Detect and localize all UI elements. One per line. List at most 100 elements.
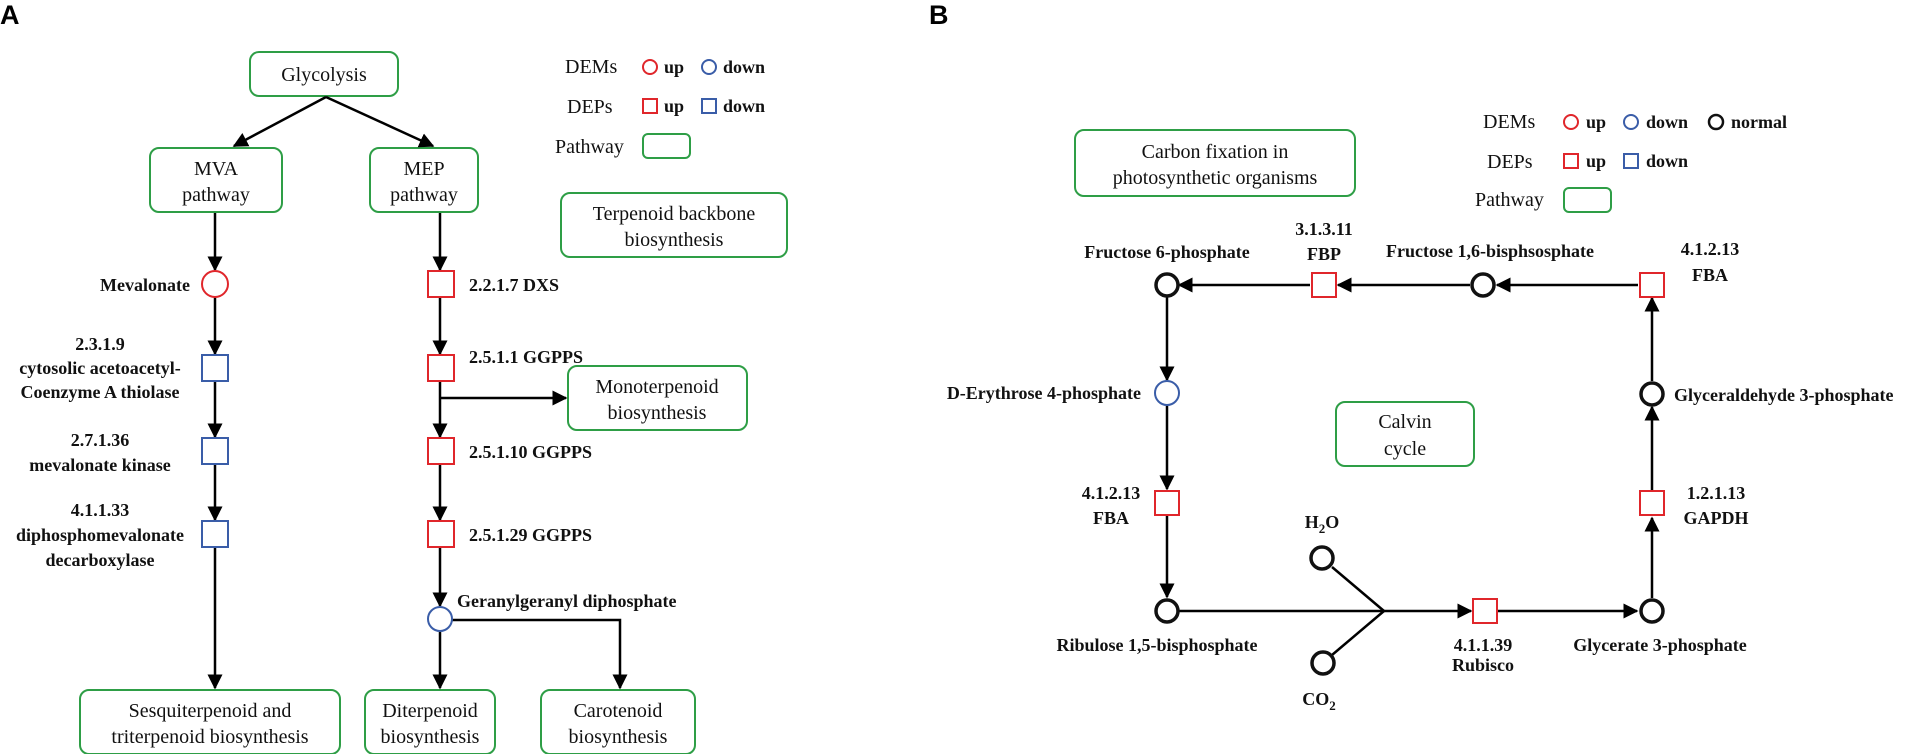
pathway-sesquiterpenoid-line1: Sesquiterpenoid and [129,700,292,722]
node-thiolase [201,354,229,382]
edge-glycolysis-mep [325,95,435,148]
legend-down-circle [701,59,717,75]
pathway-glycolysis: Glycolysis [249,51,399,97]
node-ggpps10 [427,437,455,465]
pathway-terpenoid-line2: biosynthesis [625,229,724,251]
node-decarboxylase-line3: decarboxylase [46,550,155,570]
node-mevalonate-kinase-line2: mevalonate kinase [29,455,171,475]
legend-b-up-square [1563,153,1579,169]
panel-b-label: B [929,0,949,30]
panel-a: A DEMs up down DEPs up down Pathway Glyc… [0,0,788,754]
node-fba-top-line2: FBA [1692,265,1728,285]
legend-b-deps-label: DEPs [1487,151,1533,173]
node-g3p [1639,381,1665,407]
legend-b-down-square [1623,153,1639,169]
pathway-terpenoid-backbone: Terpenoid backbone biosynthesis [560,192,788,258]
node-dxs [427,270,455,298]
pathway-carotenoid-line1: Carotenoid [574,700,663,722]
node-mevalonate-kinase-line1: 2.7.1.36 [71,430,130,450]
pathway-diterpenoid: Diterpenoid biosynthesis [364,689,496,754]
node-f16bp-label: Fructose 1,6-bisphsosphate [1386,241,1594,261]
legend-dems-down: down [723,57,765,77]
legend-b-dems-up: up [1586,112,1606,132]
legend-deps-down: down [723,96,765,116]
node-gly3p [1639,598,1665,624]
pathway-mva-line1: MVA [194,158,239,180]
node-rubisco [1472,598,1498,624]
node-ggpps29-label: 2.5.1.29 GGPPS [469,525,592,545]
node-h2o [1309,545,1335,571]
legend-b-up-circle [1563,114,1579,130]
legend-b-pathway-box [1563,187,1612,213]
node-mevalonate-label: Mevalonate [100,275,190,295]
pathway-calvin-line1: Calvin [1378,411,1431,433]
pathway-carbon-fixation: Carbon fixation in photosynthetic organi… [1074,129,1356,197]
pathway-mva: MVA pathway [149,147,283,213]
node-e4p-label: D-Erythrose 4-phosphate [947,383,1141,403]
legend-pathway-box [642,133,691,159]
pathway-mep-line1: MEP [403,158,444,180]
pathway-carbon-fixation-line2: photosynthetic organisms [1113,167,1318,189]
pathway-monoterpenoid-line1: Monoterpenoid [595,376,718,398]
legend-dems-label: DEMs [565,56,617,78]
node-thiolase-line2: cytosolic acetoacetyl- [19,358,180,378]
pathway-monoterpenoid: Monoterpenoid biosynthesis [567,365,748,431]
node-fbp-line1: 3.1.3.11 [1295,219,1353,239]
node-g3p-label: Glyceraldehyde 3-phosphate [1674,385,1894,405]
node-ggdp-label: Geranylgeranyl diphosphate [457,591,677,611]
legend-deps-label: DEPs [567,96,613,118]
legend-b-dems-label: DEMs [1483,111,1535,133]
nodes-a: Mevalonate 2.3.1.9 cytosolic acetoacetyl… [16,270,677,632]
pathway-glycolysis-label: Glycolysis [281,64,367,86]
legend-pathway-label: Pathway [555,136,624,158]
legend-b-deps-down: down [1646,151,1688,171]
legend-down-square [701,98,717,114]
legend-b-normal-circle [1707,113,1725,131]
node-f16bp [1470,272,1496,298]
legend-deps-up: up [664,96,684,116]
node-decarboxylase-line2: diphosphomevalonate [16,525,184,545]
node-ggpps1-label: 2.5.1.1 GGPPS [469,347,583,367]
pathway-carotenoid: Carotenoid biosynthesis [540,689,696,754]
legend-b-deps-up: up [1586,151,1606,171]
node-decarboxylase-line1: 4.1.1.33 [71,500,130,520]
edge-h2o-junction [1331,566,1385,612]
node-mevalonate-kinase [201,437,229,465]
edge-ggdp-carotenoid [451,618,628,690]
legend-b-down-circle [1623,114,1639,130]
node-decarboxylase [201,520,229,548]
node-fbp [1311,272,1337,298]
node-h2o-label: H2O [1305,512,1340,536]
node-gly3p-label: Glycerate 3-phosphate [1573,635,1746,655]
pathway-diterpenoid-line1: Diterpenoid [382,700,478,722]
pathway-sesquiterpenoid: Sesquiterpenoid and triterpenoid biosynt… [79,689,341,754]
node-fba-left [1154,490,1180,516]
pathway-terpenoid-line1: Terpenoid backbone [593,203,756,225]
legend-up-square [642,98,658,114]
legend-up-circle [642,59,658,75]
node-ggpps29 [427,520,455,548]
node-ggpps10-label: 2.5.1.10 GGPPS [469,442,592,462]
node-fba-top-line1: 4.1.2.13 [1681,239,1740,259]
pathway-carotenoid-line2: biosynthesis [569,726,668,748]
pathway-calvin-cycle: Calvin cycle [1335,401,1475,467]
legend-b-dems-down: down [1646,112,1688,132]
node-e4p [1154,380,1180,406]
pathway-mep-line2: pathway [390,184,458,206]
node-rubisco-line2: Rubisco [1452,655,1514,675]
edge-glycolysis-mva [232,95,327,148]
pathway-diterpenoid-line2: biosynthesis [381,726,480,748]
node-gapdh [1639,490,1665,516]
node-fba-top [1639,272,1665,298]
panel-a-label: A [0,0,20,30]
node-dxs-label: 2.2.1.7 DXS [469,275,559,295]
node-f6p [1154,272,1180,298]
node-rubp [1154,598,1180,624]
node-rubp-label: Ribulose 1,5-bisphosphate [1056,635,1257,655]
node-ggdp [427,606,453,632]
node-gapdh-line1: 1.2.1.13 [1687,483,1746,503]
node-co2 [1310,650,1336,676]
panel-b: B DEMs up down normal DEPs up down Pathw… [929,0,1894,713]
legend-b-dems-normal: normal [1731,112,1787,132]
